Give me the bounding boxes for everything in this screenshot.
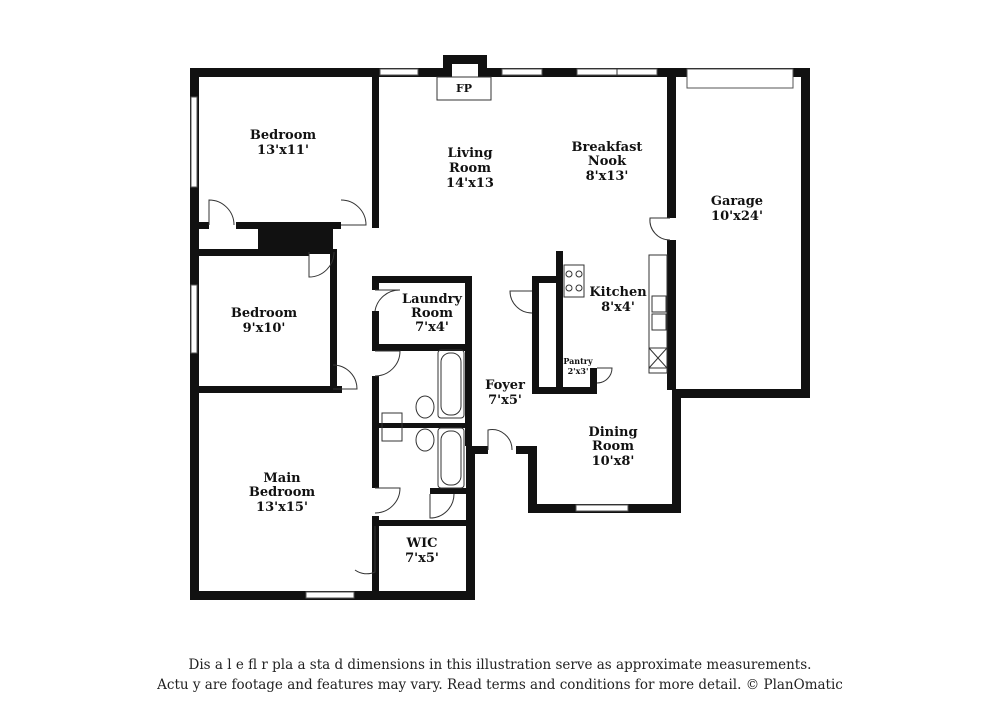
windows <box>190 68 794 599</box>
svg-text:7'x4': 7'x4' <box>415 320 449 335</box>
svg-text:Main: Main <box>263 471 301 486</box>
svg-text:Nook: Nook <box>588 154 627 169</box>
svg-text:Garage: Garage <box>711 194 763 209</box>
room-laundry: Laundry Room 7'x4' <box>402 292 462 335</box>
room-foyer: Foyer 7'x5' <box>485 378 525 408</box>
svg-text:Living: Living <box>447 146 492 161</box>
fixtures <box>381 254 668 489</box>
room-main-bedroom: Main Bedroom 13'x15' <box>249 471 316 515</box>
svg-text:Foyer: Foyer <box>485 378 525 393</box>
fireplace <box>436 76 492 101</box>
room-garage: Garage 10'x24' <box>711 194 763 224</box>
svg-text:13'x15': 13'x15' <box>256 500 308 515</box>
svg-text:Breakfast: Breakfast <box>572 140 643 155</box>
svg-text:Room: Room <box>592 439 634 454</box>
room-breakfast-nook: Breakfast Nook 8'x13' <box>572 140 643 184</box>
svg-text:Bedroom: Bedroom <box>250 128 317 143</box>
svg-text:9'x10': 9'x10' <box>243 321 286 336</box>
svg-text:Pantry: Pantry <box>563 356 593 366</box>
svg-text:7'x5': 7'x5' <box>405 551 439 566</box>
room-kitchen: Kitchen 8'x4' <box>589 285 647 315</box>
room-bedroom-2: Bedroom 9'x10' <box>231 306 298 336</box>
svg-text:Dining: Dining <box>588 425 637 440</box>
svg-text:14'x13: 14'x13 <box>446 176 494 191</box>
room-living: Living Room 14'x13 <box>446 146 494 191</box>
fireplace-label: FP <box>456 82 472 95</box>
svg-text:WIC: WIC <box>405 536 437 551</box>
svg-text:Bedroom: Bedroom <box>231 306 298 321</box>
disclaimer-line-1: Dis a l e fl r pla a sta d dimensions in… <box>188 657 812 673</box>
room-wic: WIC 7'x5' <box>405 536 439 566</box>
room-dining: Dining Room 10'x8' <box>588 425 637 469</box>
svg-text:2'x3': 2'x3' <box>568 366 589 376</box>
svg-text:10'x8': 10'x8' <box>592 454 635 469</box>
svg-text:13'x11': 13'x11' <box>257 143 309 158</box>
doors <box>208 199 671 575</box>
svg-text:10'x24': 10'x24' <box>711 209 763 224</box>
svg-text:8'x4': 8'x4' <box>601 300 635 315</box>
room-pantry: Pantry 2'x3' <box>563 356 593 376</box>
svg-text:7'x5': 7'x5' <box>488 393 522 408</box>
floor-plan: FP Bedroom <box>190 55 810 600</box>
svg-text:8'x13': 8'x13' <box>586 169 629 184</box>
svg-text:Room: Room <box>449 161 491 176</box>
disclaimer-line-2: Actu y are footage and features may vary… <box>157 677 843 693</box>
svg-text:Room: Room <box>411 306 453 321</box>
svg-text:Bedroom: Bedroom <box>249 485 316 500</box>
svg-text:Kitchen: Kitchen <box>589 285 647 300</box>
room-bedroom-1: Bedroom 13'x11' <box>250 128 317 158</box>
svg-text:Laundry: Laundry <box>402 292 462 307</box>
